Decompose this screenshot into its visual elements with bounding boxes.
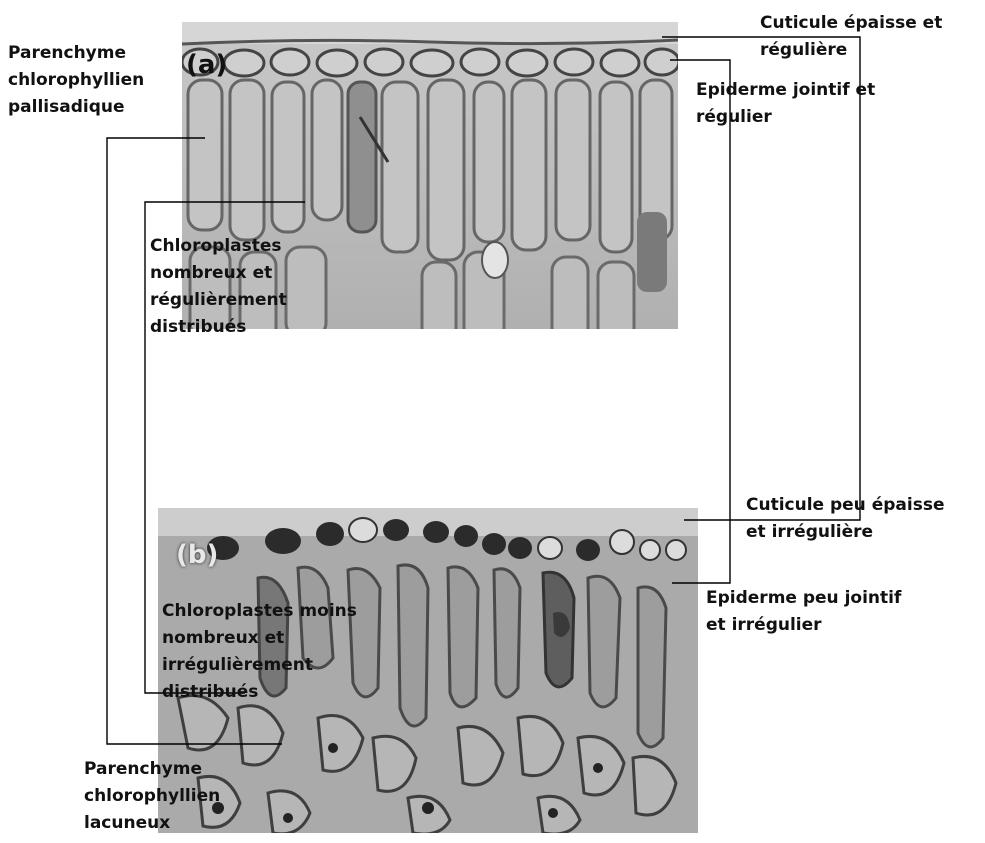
label-spongy-parenchyma: Parenchyme chlorophyllien lacuneux: [84, 756, 220, 837]
label-chloroplasts-b: Chloroplastes moins nombreux et irréguli…: [162, 598, 357, 706]
label-palisade-parenchyma: Parenchyme chlorophyllien pallisadique: [8, 40, 144, 121]
label-epidermis-a: Epiderme jointif et régulier: [696, 77, 875, 131]
label-cuticle-b: Cuticule peu épaisse et irrégulière: [746, 492, 944, 546]
label-epidermis-b: Epiderme peu jointif et irrégulier: [706, 585, 901, 639]
label-cuticle-a: Cuticule épaisse et régulière: [760, 10, 942, 64]
label-chloroplasts-a: Chloroplastes nombreux et régulièrement …: [150, 233, 287, 341]
